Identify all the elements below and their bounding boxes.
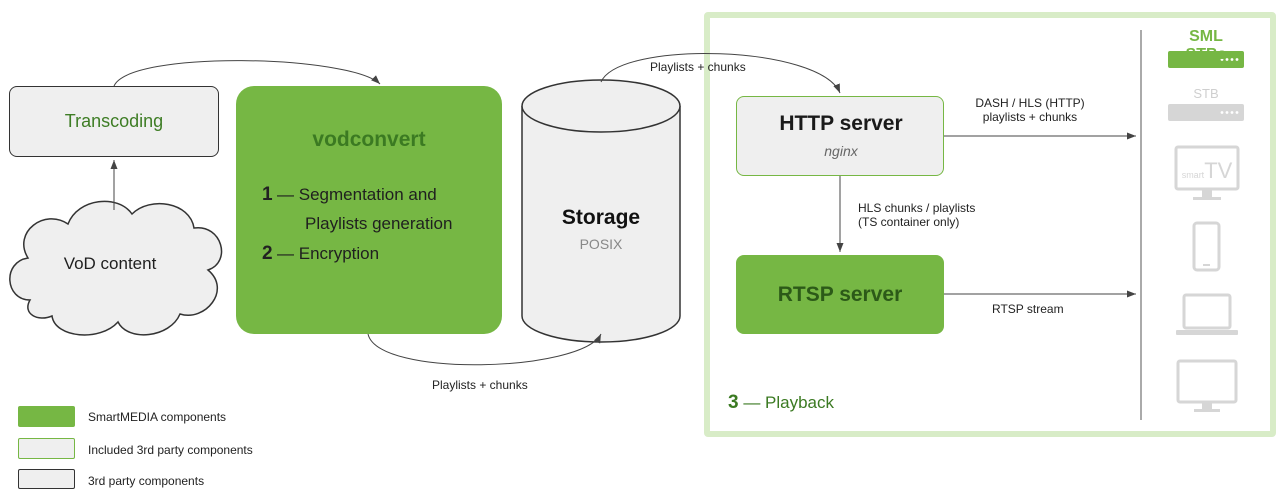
- rtsp-server-node: RTSP server: [736, 255, 944, 334]
- storage-subtitle: POSIX: [579, 236, 623, 252]
- edge-label-http-rtsp: HLS chunks / playlists (TS container onl…: [858, 201, 975, 229]
- http-server-title: HTTP server: [779, 112, 903, 135]
- smart-tv-label-big: TV: [1204, 158, 1233, 183]
- step-2-number: 2: [262, 243, 273, 264]
- rtsp-server-title: RTSP server: [777, 282, 903, 306]
- vod-content-label: VoD content: [63, 254, 157, 273]
- http-server-subtitle: nginx: [824, 143, 858, 159]
- legend-swatch-included: [18, 438, 75, 459]
- legend-swatch-third-party: [18, 469, 75, 489]
- vodconvert-node: vodconvert 1 — Segmentation and Playlist…: [236, 86, 502, 334]
- edge-label-http-devices-line1: DASH / HLS (HTTP): [975, 96, 1085, 110]
- playback-text: — Playback: [743, 393, 835, 412]
- laptop-icon: [1176, 293, 1238, 335]
- step-1-text-line2: Playlists generation: [305, 214, 453, 233]
- edge-transcoding-vodconvert: [113, 60, 381, 87]
- edge-storage-http: [600, 53, 841, 94]
- playback-number: 3: [728, 392, 739, 413]
- legend-label-included: Included 3rd party components: [88, 443, 253, 457]
- smartphone-icon: [1192, 221, 1221, 272]
- legend-label-third-party: 3rd party components: [88, 474, 205, 488]
- vodconvert-title: vodconvert: [312, 128, 426, 151]
- edge-label-http-rtsp-line1: HLS chunks / playlists: [858, 201, 976, 215]
- legend-label-smartmedia: SmartMEDIA components: [88, 410, 227, 424]
- step-1-text-line1: — Segmentation and: [277, 185, 437, 204]
- vodconvert-step-1: 1 — Segmentation and: [262, 184, 437, 206]
- smart-tv-icon: [1174, 145, 1240, 200]
- step-2-text: — Encryption: [277, 244, 380, 263]
- edge-label-http-devices: DASH / HLS (HTTP) playlists + chunks: [960, 96, 1100, 124]
- http-server-node: HTTP server nginx: [736, 96, 944, 176]
- vodconvert-step-2: 2 — Encryption: [262, 243, 379, 265]
- legend-swatch-smartmedia: [18, 406, 75, 427]
- device-label-sml-stbs: SML STBs: [1185, 28, 1227, 63]
- desktop-monitor-icon: [1176, 359, 1238, 412]
- transcoding-label: Transcoding: [64, 111, 164, 131]
- edge-label-rtsp-devices: RTSP stream: [992, 302, 1064, 316]
- set-top-box-icon: [1168, 104, 1244, 121]
- device-label-stb: STB: [1193, 86, 1219, 101]
- edge-label-vodconvert-storage: Playlists + chunks: [432, 378, 528, 392]
- smart-tv-label: smart TV: [1181, 152, 1233, 186]
- playback-label: 3 — Playback: [728, 392, 834, 414]
- set-top-box-icon: [1168, 51, 1244, 68]
- transcoding-node: Transcoding: [9, 86, 219, 157]
- storage-title: Storage: [561, 206, 641, 229]
- edge-label-storage-http: Playlists + chunks: [650, 60, 746, 74]
- edge-label-http-rtsp-line2: (TS container only): [858, 215, 960, 229]
- vod-content-cloud: [9, 200, 223, 336]
- smart-tv-label-small: smart: [1181, 170, 1205, 180]
- storage-cylinder: [521, 79, 681, 343]
- playback-region: [704, 12, 1276, 437]
- edge-label-http-devices-line2: playlists + chunks: [982, 110, 1078, 124]
- edge-vodconvert-storage: [367, 333, 602, 366]
- step-1-number: 1: [262, 184, 273, 205]
